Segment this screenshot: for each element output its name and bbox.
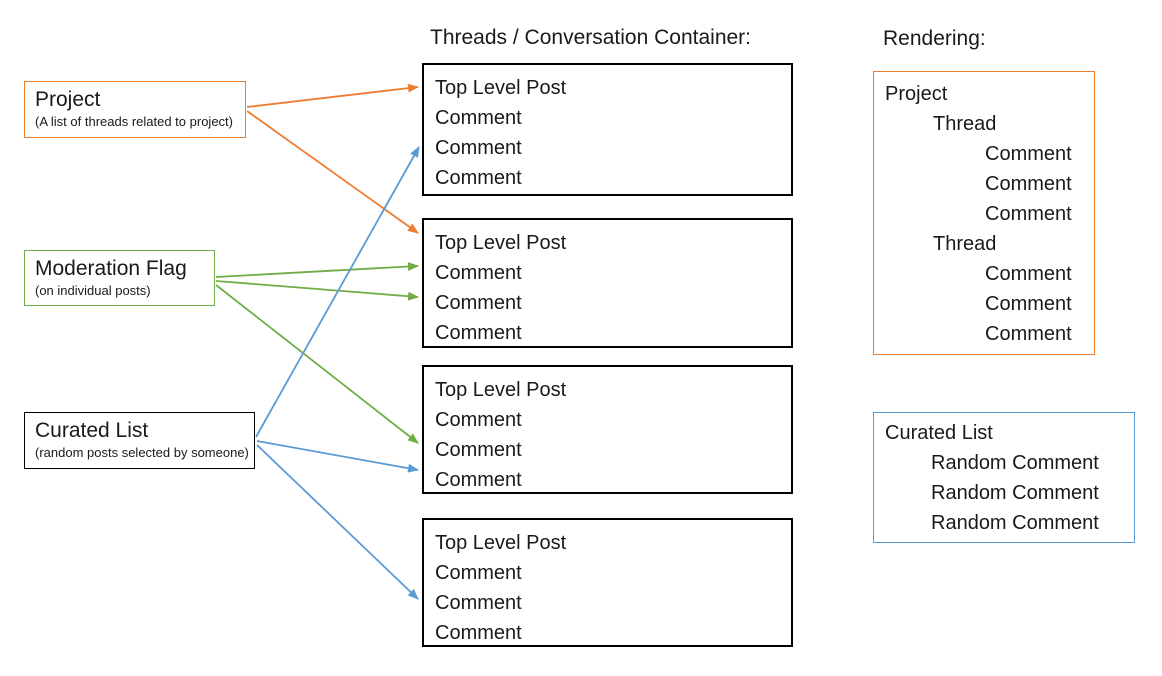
rendering-line-project: Project xyxy=(885,83,948,105)
source-box-moderation-flag: Moderation Flag (on individual posts) xyxy=(24,250,215,306)
comment-line: Comment xyxy=(435,322,522,344)
rendering-line-comment: Comment xyxy=(985,173,1072,195)
thread-container-1: Top Level Post Comment Comment Comment xyxy=(422,63,793,196)
rendering-line-random-comment: Random Comment xyxy=(931,482,1099,504)
top-level-post-line: Top Level Post xyxy=(435,379,567,401)
top-level-post-line: Top Level Post xyxy=(435,77,567,99)
comment-line: Comment xyxy=(435,409,522,431)
source-box-curated-list: Curated List (random posts selected by s… xyxy=(24,412,255,469)
source-box-project: Project (A list of threads related to pr… xyxy=(24,81,246,138)
rendering-line-curated-list: Curated List xyxy=(885,422,993,444)
top-level-post-line: Top Level Post xyxy=(435,232,567,254)
comment-line: Comment xyxy=(435,622,522,644)
comment-line: Comment xyxy=(435,562,522,584)
top-level-post-line: Top Level Post xyxy=(435,532,567,554)
comment-line: Comment xyxy=(435,469,522,491)
arrow-project-to-container-1-top-level-post xyxy=(246,83,419,108)
arrow-curated-to-container-3-comment-3 xyxy=(256,440,419,473)
rendering-line-comment: Comment xyxy=(985,263,1072,285)
comment-line: Comment xyxy=(435,137,522,159)
rendering-line-comment: Comment xyxy=(985,143,1072,165)
source-box-subtitle: (A list of threads related to project) xyxy=(35,114,233,129)
arrow-project-to-container-2-top-level-post xyxy=(246,110,419,234)
rendering-line-random-comment: Random Comment xyxy=(931,512,1099,534)
rendering-line-random-comment: Random Comment xyxy=(931,452,1099,474)
rendering-line-comment: Comment xyxy=(985,323,1072,345)
rendering-line-thread: Thread xyxy=(933,233,997,255)
comment-line: Comment xyxy=(435,262,522,284)
comment-line: Comment xyxy=(435,107,522,129)
rendering-heading: Rendering: xyxy=(883,27,986,50)
comment-line: Comment xyxy=(435,167,522,189)
thread-container-4: Top Level Post Comment Comment Comment xyxy=(422,518,793,647)
arrow-moderation-to-container-2-comment-1 xyxy=(215,262,419,278)
rendering-line-comment: Comment xyxy=(985,203,1072,225)
rendering-box-curated-list: Curated List Random Comment Random Comme… xyxy=(873,412,1135,543)
thread-container-3: Top Level Post Comment Comment Comment xyxy=(422,365,793,494)
comment-line: Comment xyxy=(435,592,522,614)
threads-container-heading: Threads / Conversation Container: xyxy=(430,26,751,49)
arrow-curated-to-container-1-comment-2 xyxy=(255,146,420,438)
source-box-title: Moderation Flag xyxy=(35,257,187,280)
rendering-line-comment: Comment xyxy=(985,293,1072,315)
arrow-moderation-to-container-2-comment-2 xyxy=(215,280,419,301)
thread-container-2: Top Level Post Comment Comment Comment xyxy=(422,218,793,348)
arrow-curated-to-container-4-comment-2 xyxy=(256,444,419,600)
rendering-line-thread: Thread xyxy=(933,113,997,135)
source-box-title: Curated List xyxy=(35,419,149,442)
comment-line: Comment xyxy=(435,292,522,314)
source-box-subtitle: (random posts selected by someone) xyxy=(35,445,249,460)
comment-line: Comment xyxy=(435,439,522,461)
rendering-box-project: Project Thread Comment Comment Comment T… xyxy=(873,71,1095,355)
source-box-subtitle: (on individual posts) xyxy=(35,283,151,298)
source-box-title: Project xyxy=(35,88,101,111)
